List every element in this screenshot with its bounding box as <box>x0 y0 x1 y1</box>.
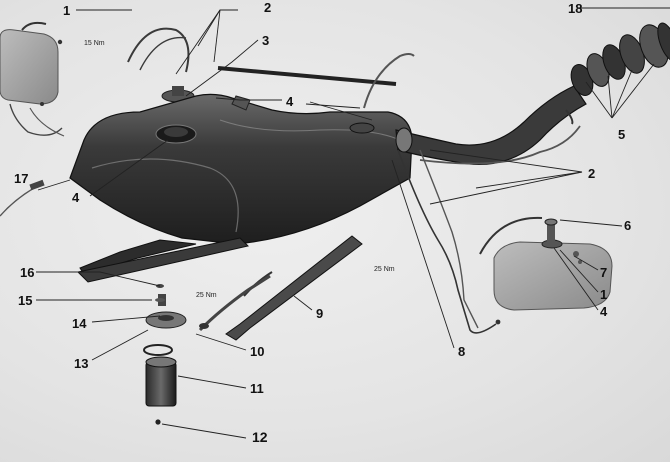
callout-4-top: 4 <box>286 94 294 109</box>
callout-1-right: 1 <box>600 287 608 302</box>
fuel-lines <box>397 149 501 334</box>
callout-4-left: 4 <box>72 190 80 205</box>
filler-neck-assembly <box>395 22 670 165</box>
torque-label-strap: 25 Nm <box>374 266 395 273</box>
torque-label-top: 15 Nm <box>84 40 105 47</box>
callout-1-top: 1 <box>63 3 71 18</box>
callout-13: 13 <box>74 356 89 371</box>
callout-17: 17 <box>14 171 29 186</box>
callout-11: 11 <box>250 381 264 396</box>
callout-4-right: 4 <box>600 304 608 319</box>
callout-6: 6 <box>624 218 632 233</box>
callout-7: 7 <box>600 265 608 280</box>
callout-12: 12 <box>252 429 268 445</box>
callout-2-top: 2 <box>264 0 272 15</box>
expansion-tank-right <box>479 216 613 311</box>
torque-label-pump: 25 Nm <box>196 292 217 299</box>
leader-lines <box>36 7 670 439</box>
callout-2-right: 2 <box>588 166 596 181</box>
callout-8: 8 <box>458 344 466 359</box>
callout-15: 15 <box>18 293 33 308</box>
callout-3: 3 <box>262 33 270 48</box>
breather-hoses-top <box>127 27 415 109</box>
rubber-bellows <box>570 22 670 96</box>
callout-9: 9 <box>316 306 324 321</box>
callout-16: 16 <box>20 265 35 280</box>
small-fittings-left <box>0 179 45 217</box>
callout-5: 5 <box>618 127 626 142</box>
callout-14: 14 <box>72 316 87 331</box>
callout-18: 18 <box>568 1 583 16</box>
expansion-tank-left <box>0 21 65 137</box>
callout-10: 10 <box>250 344 265 359</box>
